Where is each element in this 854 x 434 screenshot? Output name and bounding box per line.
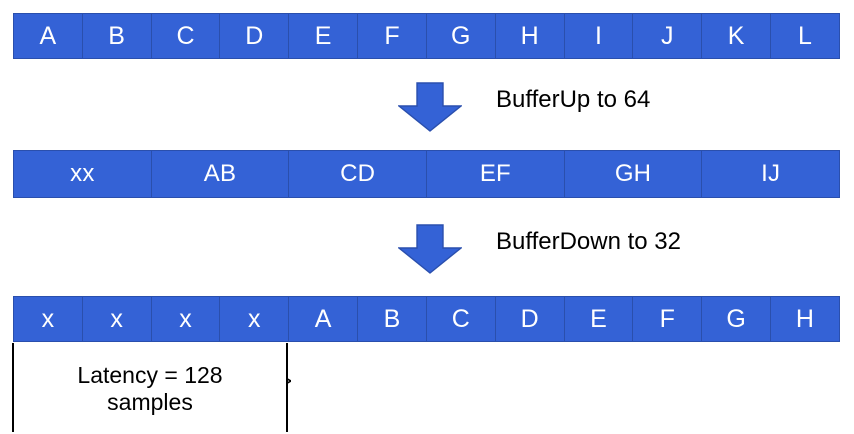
latency-marker-left [12,343,14,432]
buffer-cell: F [358,14,427,58]
buffer-cell: EF [427,151,565,197]
latency-annotation: Latency = 128 samples [0,341,340,434]
buffer-cell: H [771,297,839,341]
buffer-cell: J [633,14,703,58]
latency-label-line-2: samples [14,389,286,416]
buffer-cell: F [633,297,703,341]
buffer-cell: H [495,14,565,58]
buffer-cell: x [82,297,152,341]
buffer-cell: C [151,14,221,58]
buffer-cell: x [220,297,290,341]
buffer-cell: A [14,14,83,58]
buffer-cell: xx [14,151,152,197]
buffer-cell: E [289,14,359,58]
buffer-cell: L [771,14,839,58]
buffer-cell: CD [289,151,428,197]
buffer-cell: A [289,297,359,341]
buffer-row-up: xx AB CD EF GH IJ [13,150,840,198]
step-buffer-down: BufferDown to 32 [0,222,854,280]
arrow-down-icon [398,224,462,274]
buffer-cell: K [702,14,772,58]
buffer-cell: D [220,14,290,58]
step-buffer-up: BufferUp to 64 [0,80,854,138]
buffer-cell: x [151,297,221,341]
latency-label-line-1: Latency = 128 [14,362,286,389]
step-label: BufferDown to 32 [496,228,682,255]
buffer-cell: G [426,14,496,58]
buffer-cell: AB [151,151,290,197]
arrow-down-icon [398,82,462,132]
buffer-cell: G [702,297,772,341]
buffer-cell: GH [564,151,703,197]
latency-label: Latency = 128 samples [14,362,286,416]
buffer-cell: B [82,14,152,58]
buffer-cell: IJ [702,151,840,197]
step-label: BufferUp to 64 [496,86,651,113]
buffer-cell: C [426,297,496,341]
latency-marker-right [286,343,288,432]
buffer-cell: B [358,297,427,341]
buffer-cell: I [564,14,634,58]
buffer-row-input: A B C D E F G H I J K L [13,13,840,59]
buffer-cell: x [14,297,83,341]
buffer-row-down: x x x x A B C D E F G H [13,296,840,342]
buffer-cell: E [564,297,634,341]
buffer-cell: D [495,297,565,341]
